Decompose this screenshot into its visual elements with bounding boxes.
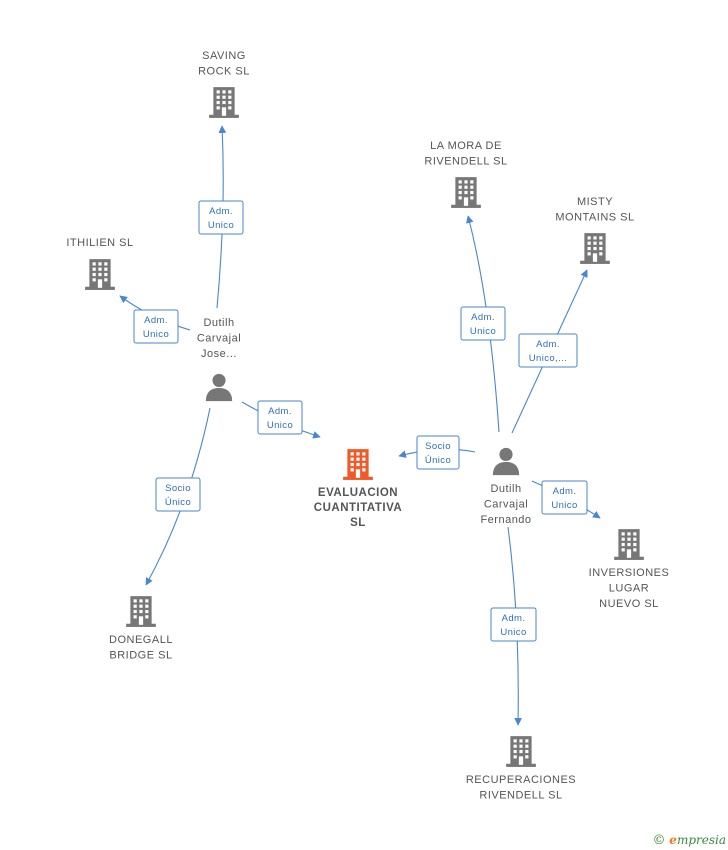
node-label: BRIDGE SL: [109, 650, 172, 662]
node-label: Dutilh: [490, 483, 521, 495]
node-label: SL: [350, 517, 366, 529]
edge-label-text: Adm.: [553, 486, 577, 497]
edge-label-box[interactable]: [460, 306, 506, 341]
node-label: MISTY: [577, 196, 613, 208]
building-icon[interactable]: [614, 529, 644, 560]
edge-jose-saving: Adm. Unico: [198, 125, 244, 309]
edge-label-text: Unico: [470, 326, 496, 337]
edge-label-box[interactable]: [416, 435, 460, 470]
edge-label-text: Único: [425, 455, 451, 466]
node-label: Jose...: [201, 348, 237, 360]
edge-label-text: Adm.: [144, 315, 168, 326]
copyright-symbol: ©: [652, 833, 666, 848]
edge-label-text: Socio: [425, 441, 451, 452]
edge-label-text: Unico: [208, 220, 234, 231]
node-label: SAVING: [202, 50, 246, 62]
edge-label-text: Unico: [267, 420, 293, 431]
edge-label-box[interactable]: [257, 400, 303, 435]
node-label: Dutilh: [203, 317, 234, 329]
node-saving[interactable]: SAVING ROCK SL: [198, 50, 250, 118]
edge-jose-ithilien: Adm. Unico: [119, 295, 191, 344]
edge-label-text: Adm.: [268, 406, 292, 417]
building-icon[interactable]: [343, 449, 373, 480]
edge-label-text: Unico,...: [529, 353, 567, 364]
node-label: Carvajal: [484, 499, 528, 511]
edge-label-box[interactable]: [490, 607, 537, 642]
edge-label-text: Adm.: [209, 206, 233, 217]
footer-brand: © empresia: [652, 833, 726, 848]
node-inversiones[interactable]: INVERSIONES LUGAR NUEVO SL: [589, 529, 670, 610]
building-icon[interactable]: [126, 596, 156, 627]
node-ithilien[interactable]: ITHILIEN SL: [66, 237, 133, 290]
building-icon[interactable]: [580, 233, 610, 264]
edge-fernando-recuperaciones: Adm. Unico: [490, 526, 537, 726]
edge-label-text: Socio: [165, 483, 191, 494]
building-icon[interactable]: [451, 177, 481, 208]
node-recuperaciones[interactable]: RECUPERACIONES RIVENDELL SL: [466, 736, 576, 802]
node-label: DONEGALL: [109, 634, 173, 646]
person-icon[interactable]: [492, 447, 520, 476]
node-label: LA MORA DE: [430, 140, 502, 152]
brand-logo-initial: e: [669, 833, 677, 847]
edge-label-box[interactable]: [541, 480, 588, 515]
node-label: RIVENDELL SL: [479, 790, 562, 802]
node-center[interactable]: EVALUACION CUANTITATIVA SL: [314, 449, 402, 529]
edge-label-text: Unico: [551, 500, 577, 511]
node-jose[interactable]: DutilhCarvajalJose...: [197, 317, 241, 402]
node-label: CUANTITATIVA: [314, 502, 402, 514]
person-icon[interactable]: [205, 373, 233, 402]
node-lamora[interactable]: LA MORA DE RIVENDELL SL: [424, 140, 507, 208]
node-misty[interactable]: MISTY MONTAINS SL: [555, 196, 634, 264]
node-label: ITHILIEN SL: [66, 237, 133, 249]
node-label: Carvajal: [197, 333, 241, 345]
node-label: NUEVO SL: [599, 598, 659, 610]
edge-label-text: Adm.: [502, 613, 526, 624]
edge-label-text: Unico: [143, 329, 169, 340]
brand-logo-text: mpresia: [676, 833, 726, 847]
edge-fernando-inversiones: Adm. Unico: [531, 480, 601, 519]
edge-label-box[interactable]: [155, 477, 201, 512]
edge-label-text: Adm.: [471, 312, 495, 323]
node-donegall[interactable]: DONEGALL BRIDGE SL: [109, 596, 173, 662]
node-label: RIVENDELL SL: [424, 156, 507, 168]
edge-label-box[interactable]: [133, 309, 179, 344]
edge-label-text: Unico: [500, 627, 526, 638]
nodes-layer: EVALUACION CUANTITATIVA SL SAVING ROCK SL ITH…: [66, 50, 670, 802]
node-label: INVERSIONES: [589, 567, 670, 579]
building-icon[interactable]: [85, 259, 115, 290]
edge-fernando-lamora: Adm. Unico: [460, 215, 506, 433]
node-label: MONTAINS SL: [555, 212, 634, 224]
node-label: RECUPERACIONES: [466, 774, 576, 786]
edge-label-box[interactable]: [198, 200, 244, 235]
edge-label-text: Adm.: [536, 339, 560, 350]
building-icon[interactable]: [506, 736, 536, 767]
edge-jose-center: Adm. Unico: [241, 400, 321, 439]
edge-label-box[interactable]: [518, 333, 578, 368]
node-label: ROCK SL: [198, 66, 250, 78]
edges-layer: Adm.UnicoAdm.UnicoAdm.UnicoSocioÚnicoAdm…: [119, 125, 601, 726]
node-label: LUGAR: [609, 583, 649, 595]
node-label: EVALUACION: [318, 487, 398, 499]
building-icon[interactable]: [209, 87, 239, 118]
edge-label-text: Único: [165, 497, 191, 508]
edge-fernando-misty: Adm. Unico,...: [511, 269, 588, 434]
node-label: Fernando: [480, 514, 531, 526]
